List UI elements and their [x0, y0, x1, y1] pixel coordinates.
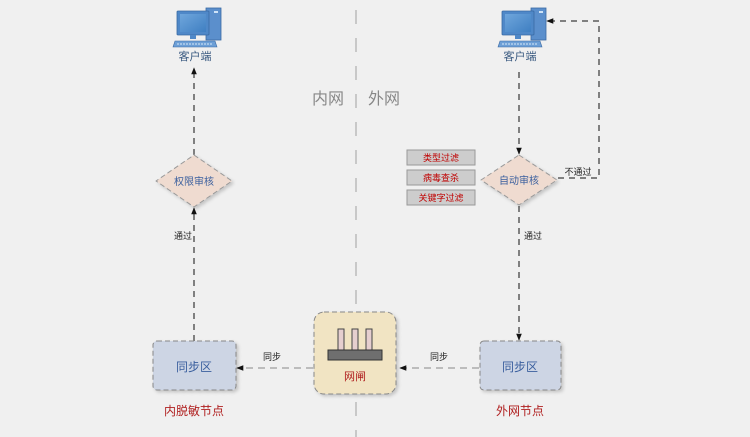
sync-right-label: 同步	[430, 352, 448, 363]
zone-label-inner: 内网	[312, 89, 344, 108]
filter-list: 类型过滤 病毒查杀 关键字过滤	[406, 149, 476, 206]
inner-sync-zone-label: 同步区	[176, 360, 212, 374]
inner-client-label: 客户端	[179, 49, 212, 63]
outer-decision-diamond	[480, 154, 558, 206]
reject-loop-arrow	[546, 18, 600, 179]
reject-label: 不通过	[564, 166, 591, 178]
inner-decision-diamond	[155, 154, 233, 208]
zone-label-outer: 外网	[368, 89, 400, 108]
outer-sync-zone-label: 同步区	[502, 360, 538, 374]
inner-decision-label: 权限审核	[174, 175, 214, 188]
gateway-icon	[327, 328, 383, 361]
filter-item-label: 关键字过滤	[418, 192, 463, 204]
gateway-label: 网闸	[344, 370, 366, 383]
outer-node-label: 外网节点	[496, 404, 544, 418]
filter-item	[406, 169, 476, 186]
sync-left-label: 同步	[263, 352, 281, 363]
filter-item	[406, 149, 476, 166]
outer-decision-label: 自动审核	[499, 174, 539, 187]
filter-item	[406, 189, 476, 206]
computer-icon	[497, 7, 547, 48]
filter-item-label: 类型过滤	[423, 152, 459, 164]
computer-icon	[172, 7, 222, 48]
inner-sync-zone	[152, 340, 237, 391]
filter-item-label: 病毒查杀	[423, 172, 459, 184]
inner-pass-label: 通过	[174, 230, 192, 242]
outer-pass-label: 通过	[524, 230, 542, 242]
inner-node-label: 内脱敏节点	[164, 403, 224, 418]
outer-sync-zone	[479, 340, 562, 391]
outer-client-label: 客户端	[504, 49, 537, 63]
